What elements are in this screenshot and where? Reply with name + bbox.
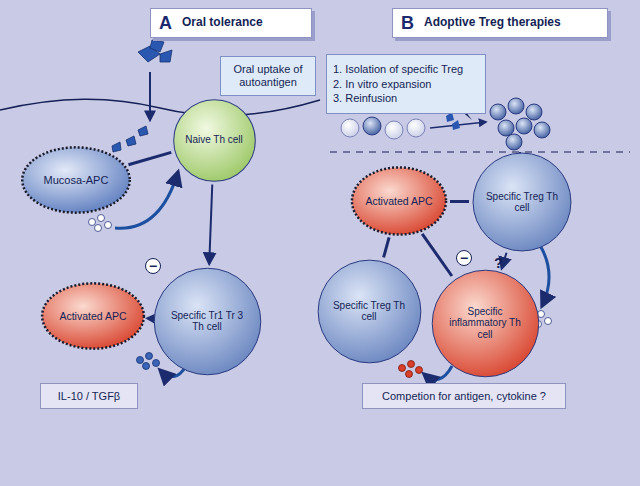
cell-circle: Specific Treg Th cell bbox=[316, 258, 423, 365]
node-text: Adoptive Treg therapies bbox=[424, 16, 561, 30]
cell-circle: Naive Th cell bbox=[172, 98, 257, 183]
node-text: Oral uptake of autoantigen bbox=[227, 63, 309, 88]
node-text: Specific inflammatory Th cell bbox=[446, 306, 525, 341]
node-text: Specific Treg Th cell bbox=[485, 191, 559, 214]
node-text: Competion for antigen, cytokine ? bbox=[382, 390, 546, 403]
cell-circle: Specific Treg Th cell bbox=[471, 151, 573, 253]
node-text: 1. Isolation of specific Treg bbox=[333, 63, 463, 76]
node-text: Naive Th cell bbox=[185, 134, 243, 146]
receptor-contact bbox=[384, 237, 390, 257]
node-text: 2. In vitro expansion bbox=[333, 78, 431, 91]
cell-circle: Specific inflammatory Th cell bbox=[430, 268, 541, 379]
inhibition-sign: − bbox=[456, 250, 472, 266]
inhibition-sign: − bbox=[145, 258, 161, 274]
arrow-connector bbox=[148, 317, 150, 319]
node-text: 3. Reinfusion bbox=[333, 92, 397, 105]
panel-letter: A bbox=[159, 13, 172, 34]
apc-ellipse: Activated APC bbox=[40, 282, 146, 350]
text-box: IL-10 / TGFβ bbox=[40, 383, 138, 409]
panel-header: A Oral tolerance bbox=[150, 8, 312, 38]
question-mark: ? bbox=[492, 254, 505, 271]
node-text: Mucosa-APC bbox=[44, 174, 109, 187]
node-text: Oral tolerance bbox=[182, 16, 263, 30]
panel-header: B Adoptive Treg therapies bbox=[392, 8, 608, 38]
receptor-contact bbox=[422, 234, 452, 276]
text-box: Competion for antigen, cytokine ? bbox=[362, 383, 566, 409]
cell-circle: Specific Tr1 Tr 3 Th cell bbox=[152, 266, 263, 377]
node-text: Specific Tr1 Tr 3 Th cell bbox=[168, 310, 247, 333]
node-text: Specific Treg Th cell bbox=[331, 300, 408, 323]
text-box: Oral uptake of autoantigen bbox=[220, 56, 316, 96]
node-text: IL-10 / TGFβ bbox=[58, 390, 120, 403]
node-text: Activated APC bbox=[59, 310, 126, 322]
apc-ellipse: Mucosa-APC bbox=[20, 146, 132, 214]
panel-letter: B bbox=[401, 13, 414, 34]
node-text: Activated APC bbox=[365, 195, 432, 207]
receptor-contact bbox=[450, 200, 469, 203]
apc-ellipse: Activated APC bbox=[350, 166, 448, 236]
text-box: 1. Isolation of specific Treg 2. In vitro… bbox=[326, 54, 486, 114]
receptor-contact bbox=[128, 152, 171, 164]
arrow-connector bbox=[209, 184, 212, 263]
